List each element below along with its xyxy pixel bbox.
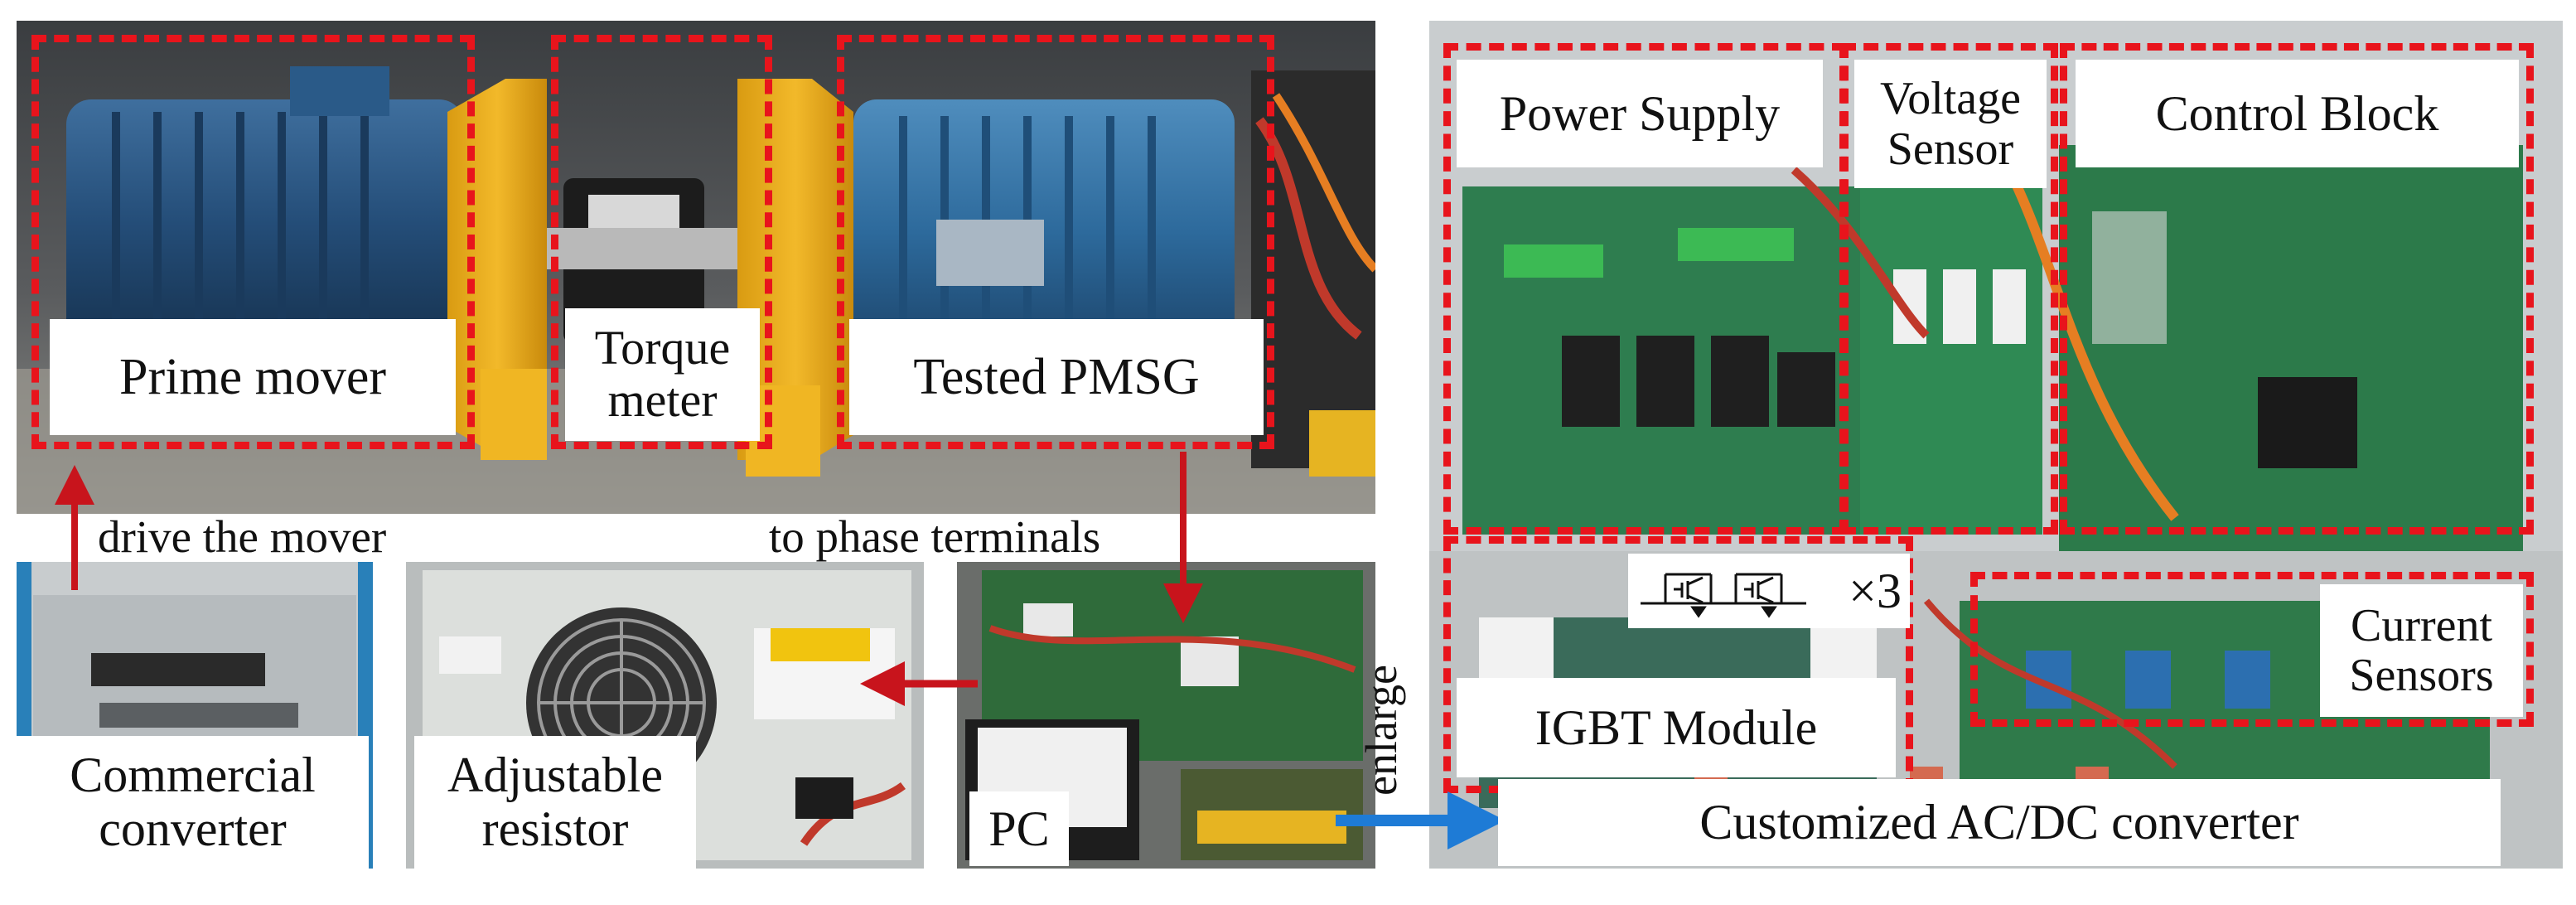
pc-label: PC xyxy=(969,791,1069,866)
adjustable-resistor-label-line1: Adjustable xyxy=(447,748,663,803)
commercial-converter-label: Commercial converter xyxy=(17,736,369,869)
power-supply-label: Power Supply xyxy=(1457,60,1823,167)
prime-mover-box xyxy=(31,35,475,449)
current-sensors-box xyxy=(1970,572,2534,727)
torque-meter-label: Torque meter xyxy=(565,308,760,441)
current-sensors-label-line2: Sensors xyxy=(2349,650,2494,701)
drive-the-mover-label: drive the mover xyxy=(98,511,387,562)
adjustable-resistor-label-line2: resistor xyxy=(481,801,629,856)
voltage-sensor-box xyxy=(1841,43,2058,535)
enlarge-label: enlarge xyxy=(1356,665,1406,796)
igbt-module-label: IGBT Module xyxy=(1457,678,1896,777)
adjustable-resistor-label: Adjustable resistor xyxy=(414,736,696,869)
to-phase-terminals-label: to phase terminals xyxy=(769,511,1101,562)
tested-pmsg-box xyxy=(837,35,1274,449)
igbt-transistor-icon xyxy=(1641,573,1806,618)
current-sensors-label-line1: Current xyxy=(2350,599,2493,651)
torque-meter-box xyxy=(551,35,772,449)
voltage-sensor-label: Voltage Sensor xyxy=(1854,60,2047,188)
customized-converter-label: Customized AC/DC converter xyxy=(1498,779,2501,866)
current-sensors-label: Current Sensors xyxy=(2320,584,2523,717)
igbt-count-label: ×3 xyxy=(1849,563,1902,618)
voltage-sensor-label-line2: Sensor xyxy=(1887,123,2014,175)
torque-meter-label-line1: Torque xyxy=(594,321,731,375)
tested-pmsg-label: Tested PMSG xyxy=(849,319,1264,435)
commercial-converter-label-line1: Commercial xyxy=(70,748,316,803)
control-block-box xyxy=(2060,43,2534,535)
voltage-sensor-label-line1: Voltage xyxy=(1879,73,2022,125)
torque-meter-label-line2: meter xyxy=(607,373,718,427)
prime-mover-label: Prime mover xyxy=(50,319,456,435)
control-block-label: Control Block xyxy=(2076,60,2519,167)
igbt-symbol-label: ×3 xyxy=(1628,554,1910,628)
commercial-converter-label-line2: converter xyxy=(99,801,287,856)
